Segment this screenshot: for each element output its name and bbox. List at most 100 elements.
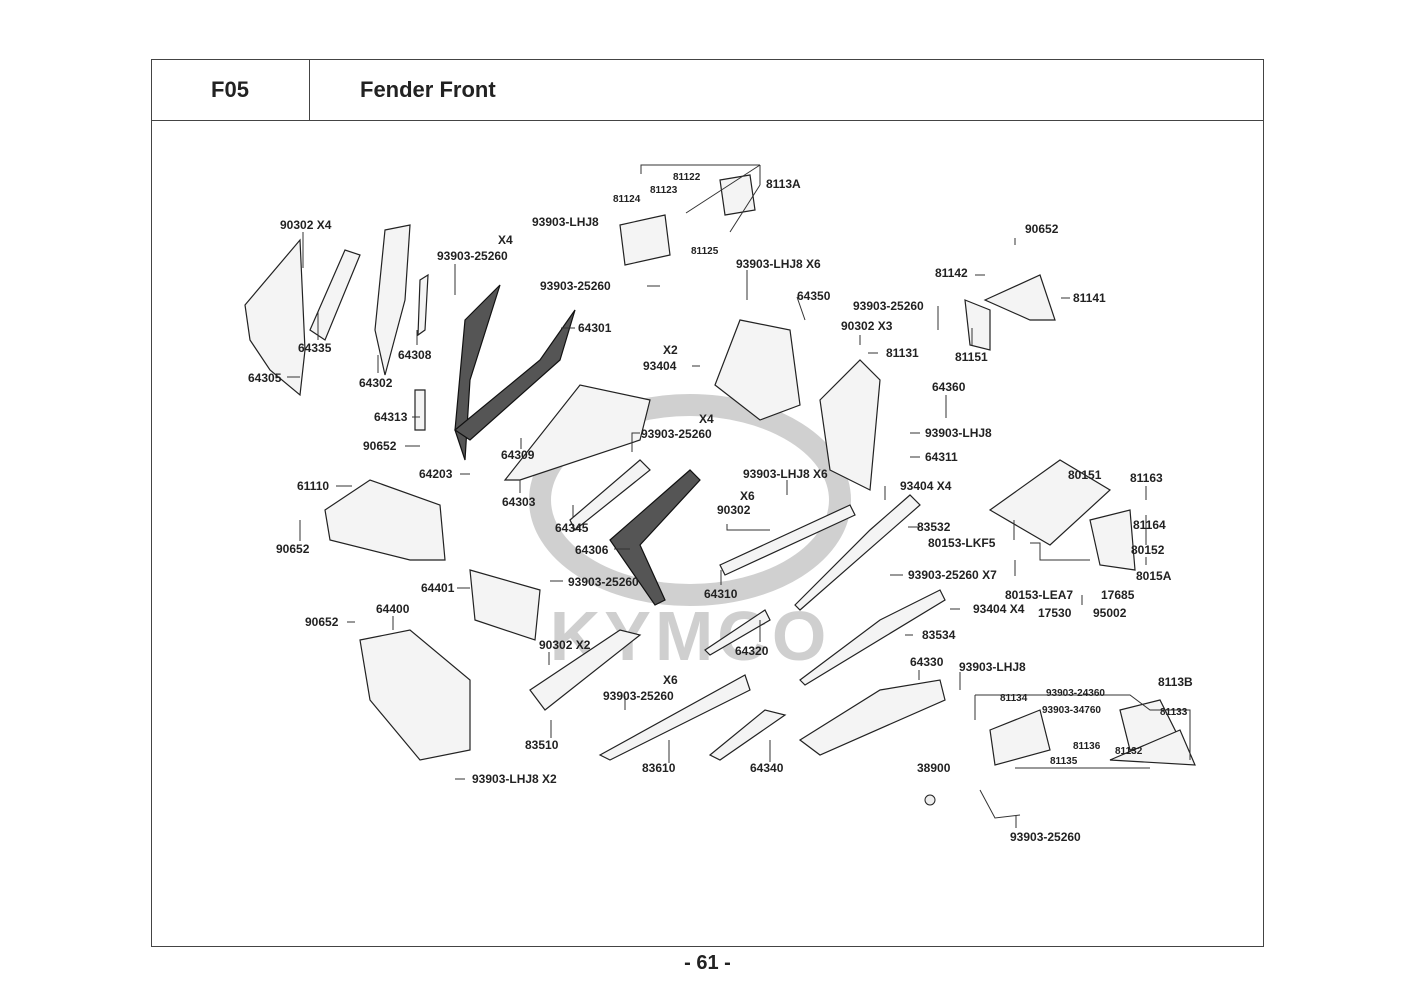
callout: 64313 [374, 410, 408, 424]
callout: 64305 [248, 371, 282, 385]
callout: 93404 X4 [900, 479, 952, 493]
part-64303 [503, 384, 651, 481]
callout: 80153-LEA7 [1005, 588, 1073, 602]
part-83532 [794, 494, 921, 611]
part-64308 [417, 273, 429, 337]
part-81141 [983, 274, 1056, 321]
callout: 93903-25260 [1010, 830, 1081, 844]
callout: 93903-25260 [853, 299, 924, 313]
callout: 90652 [363, 439, 397, 453]
callout: 61110 [297, 479, 329, 493]
callout: 17685 [1101, 588, 1135, 602]
part-64345 [569, 459, 651, 531]
part-83510 [529, 629, 642, 711]
callout: X4 [699, 412, 714, 426]
watermark-ring [529, 394, 851, 606]
part-headlight-a [619, 214, 671, 266]
part-inner-panel-right [819, 359, 881, 491]
callout: 8015A [1136, 569, 1172, 583]
callout: 64320 [735, 644, 769, 658]
part-80152 [1089, 509, 1136, 571]
callout: 64335 [298, 341, 332, 355]
callout: 95002 [1093, 606, 1127, 620]
callout: 64301 [578, 321, 612, 335]
callout: 81135 [1050, 756, 1078, 767]
callout: 64303 [502, 495, 536, 509]
callout: 64308 [398, 348, 432, 362]
callout: 93903-25260 X7 [908, 568, 997, 582]
callout: 64302 [359, 376, 393, 390]
part-64306 [609, 469, 701, 606]
callout: 64401 [421, 581, 455, 595]
part-80151 [988, 459, 1111, 546]
callout: 64350 [797, 289, 831, 303]
part-64305 [244, 238, 306, 397]
part-64301 [453, 309, 576, 441]
callout: X6 [740, 489, 755, 503]
callout: 90652 [305, 615, 339, 629]
part-64340 [708, 709, 787, 761]
part-64302 [374, 224, 411, 376]
callout: 64203 [419, 467, 453, 481]
callout: 8113A [766, 177, 801, 191]
callout: 93903-34760 [1042, 705, 1101, 716]
part-83610 [598, 674, 751, 761]
callout: 93903-25260 [437, 249, 508, 263]
part-headlight-b [989, 709, 1051, 766]
callout: 38900 [917, 761, 951, 775]
part-64401 [469, 569, 541, 641]
callout: 81132 [1115, 746, 1143, 757]
part-inner-panel-left [714, 319, 801, 421]
callout: 90302 X3 [841, 319, 893, 333]
callout: 64340 [750, 761, 784, 775]
callout: 81136 [1073, 741, 1101, 752]
callout: 83532 [917, 520, 951, 534]
callout: 81164 [1133, 518, 1166, 532]
part-38900 [924, 794, 936, 806]
part-81132 [1109, 729, 1196, 766]
part-61110 [324, 479, 446, 561]
callout: 93903-25260 [641, 427, 712, 441]
callout-labels: 90302 X4 64335 64305 64302 64308 X4 9390… [248, 172, 1193, 844]
diagram-frame [151, 59, 1264, 947]
part-81151 [964, 299, 991, 351]
part-64310 [719, 504, 856, 576]
callout: 64311 [925, 450, 958, 464]
callout: 64360 [932, 380, 966, 394]
callout: X2 [663, 343, 678, 357]
section-code: F05 [151, 59, 310, 121]
kymco-watermark: KYMCO [529, 394, 851, 675]
callout: 81163 [1130, 471, 1163, 485]
callout: 17530 [1038, 606, 1072, 620]
callout: 93903-LHJ8 X6 [736, 257, 821, 271]
callout: 93903-LHJ8 X2 [472, 772, 557, 786]
part-64313 [414, 389, 426, 431]
callout: 93903-24360 [1046, 688, 1105, 699]
callout: 93903-25260 [540, 279, 611, 293]
callout: 93903-LHJ8 X6 [743, 467, 828, 481]
callout: 93903-25260 [568, 575, 639, 589]
callout: 93903-LHJ8 [532, 215, 599, 229]
callout: 8113B [1158, 675, 1193, 689]
callout: 81122 [673, 172, 701, 183]
callout: 81141 [1073, 291, 1106, 305]
page-number: - 61 - [684, 952, 731, 974]
callout: 81142 [935, 266, 968, 280]
callout: 93404 X4 [973, 602, 1025, 616]
callout: 83510 [525, 738, 559, 752]
callout: 64310 [704, 587, 738, 601]
callout: 90302 X4 [280, 218, 332, 232]
callout: 93903-LHJ8 [925, 426, 992, 440]
callout: 80153-LKF5 [928, 536, 996, 550]
part-83534 [799, 589, 946, 686]
callout: X4 [498, 233, 513, 247]
callout: 64400 [376, 602, 410, 616]
callout: 90652 [276, 542, 310, 556]
part-81122 [719, 174, 756, 216]
callout: 64345 [555, 521, 589, 535]
header-divider [310, 120, 1264, 121]
callout: 93903-LHJ8 [959, 660, 1026, 674]
callout: 83610 [642, 761, 676, 775]
callout: 81133 [1160, 707, 1188, 718]
callout: 81124 [613, 194, 641, 205]
